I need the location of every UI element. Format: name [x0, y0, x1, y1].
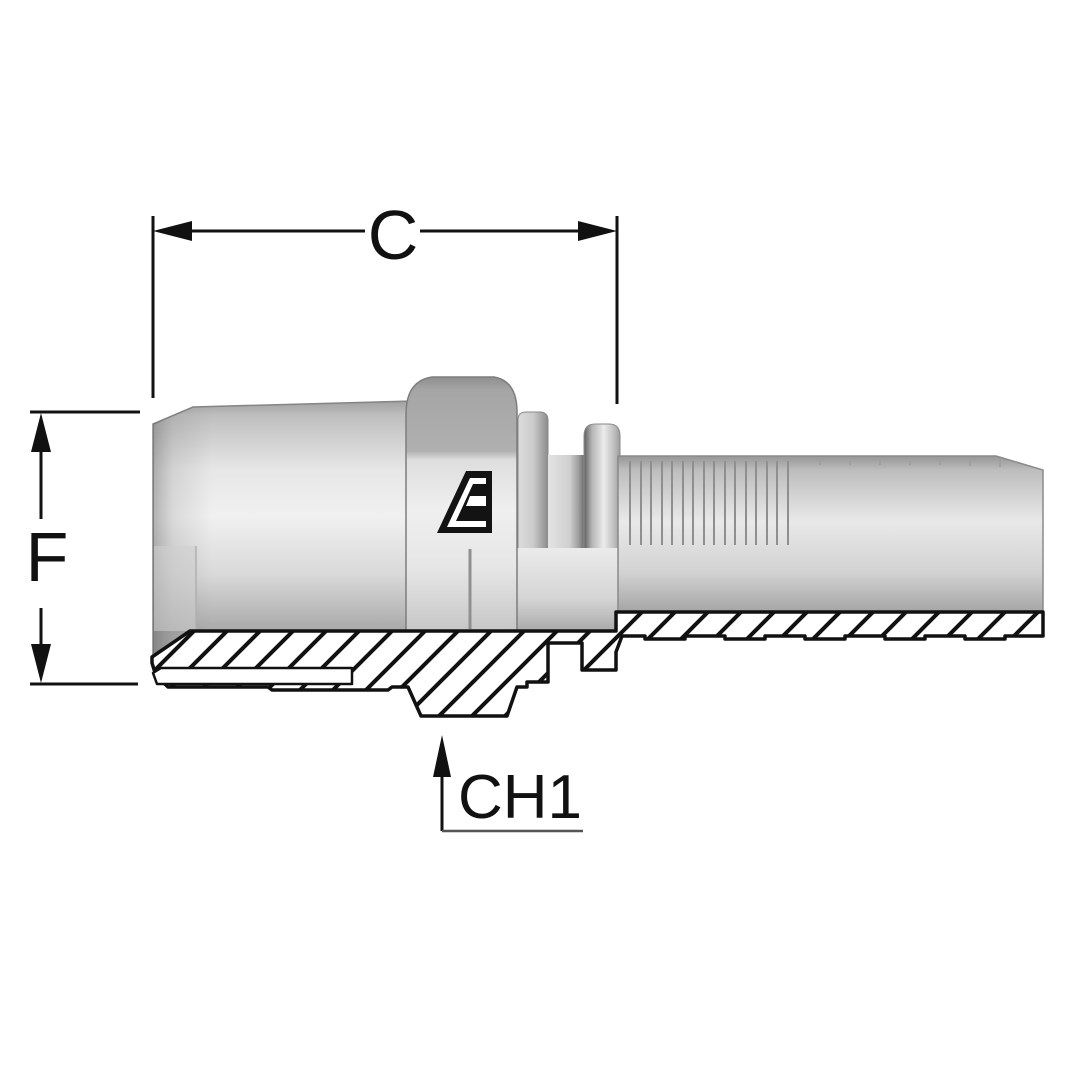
manufacturer-a-logo-icon — [437, 471, 492, 533]
barb-ribs — [629, 461, 789, 545]
barb-top-ticks — [819, 457, 1001, 467]
end-step — [154, 546, 196, 631]
fitting-side-view — [152, 376, 1044, 659]
dim-f-arrow-bottom — [31, 644, 51, 683]
dim-f-arrow-top — [31, 413, 51, 452]
dimension-f — [30, 410, 140, 686]
dim-f-label: F — [26, 518, 69, 596]
dim-c-arrow-left — [153, 221, 192, 241]
bore-strip — [151, 666, 354, 686]
body-under-neck — [516, 548, 622, 632]
hose-barb-shank — [617, 455, 1044, 613]
section-hatch — [150, 610, 1045, 718]
dim-ch1-label: CH1 — [458, 763, 582, 832]
dimension-c — [151, 216, 619, 404]
ch1-arrow-head — [433, 735, 451, 777]
dim-c-arrow-right — [578, 221, 617, 241]
dim-c-label: C — [368, 196, 419, 274]
section-cut — [150, 610, 1045, 718]
dimension-ch1 — [433, 735, 583, 833]
